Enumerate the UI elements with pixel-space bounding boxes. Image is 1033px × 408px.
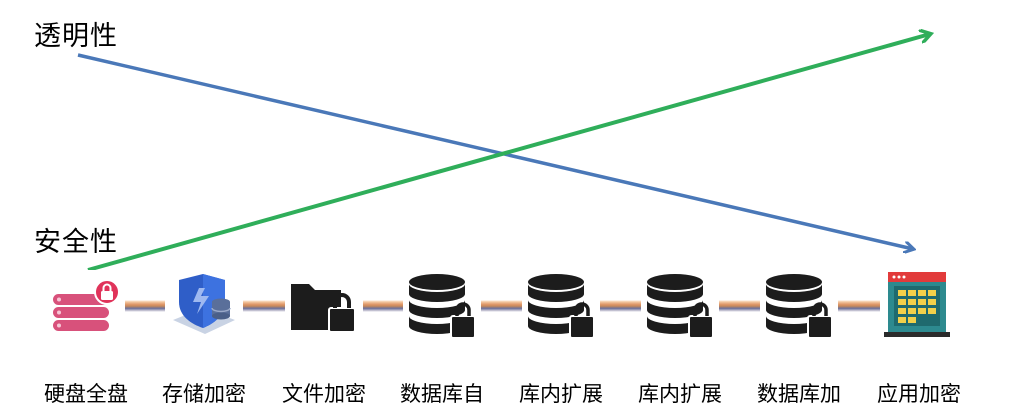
- database-lock-icon: [647, 274, 714, 339]
- caption-file-encryption: 文件加密: [282, 382, 366, 406]
- security-label: 安全性: [34, 227, 118, 258]
- database-lock-icon: [528, 274, 595, 339]
- node-database-extension-2: [641, 270, 719, 340]
- node-database-auto: [403, 270, 481, 340]
- caption-database-auto: 数据库自: [400, 382, 484, 406]
- node-storage-encryption: [165, 270, 243, 340]
- caption-storage-encryption: 存储加密: [162, 382, 246, 406]
- node-database-extension-1: [522, 270, 600, 340]
- application-window-icon: [884, 272, 950, 337]
- transparency-label: 透明性: [34, 21, 118, 52]
- folder-lock-icon: [291, 284, 356, 333]
- caption-application-encryption: 应用加密: [877, 382, 961, 406]
- node-file-encryption: [285, 270, 363, 340]
- security-arrow: [87, 34, 930, 272]
- disk-stack-lock-icon: [53, 279, 120, 331]
- transparency-arrow: [77, 53, 913, 249]
- node-application-encryption: [880, 270, 958, 340]
- database-lock-icon: [766, 274, 833, 339]
- shield-storage-icon: [173, 274, 235, 334]
- caption-database-add: 数据库加: [757, 382, 841, 406]
- node-database-add: [760, 270, 838, 340]
- database-lock-icon: [409, 274, 476, 339]
- caption-disk-encryption: 硬盘全盘: [44, 382, 128, 406]
- caption-database-extension-1: 库内扩展: [519, 382, 603, 406]
- caption-database-extension-2: 库内扩展: [638, 382, 722, 406]
- node-disk-encryption: [47, 270, 125, 340]
